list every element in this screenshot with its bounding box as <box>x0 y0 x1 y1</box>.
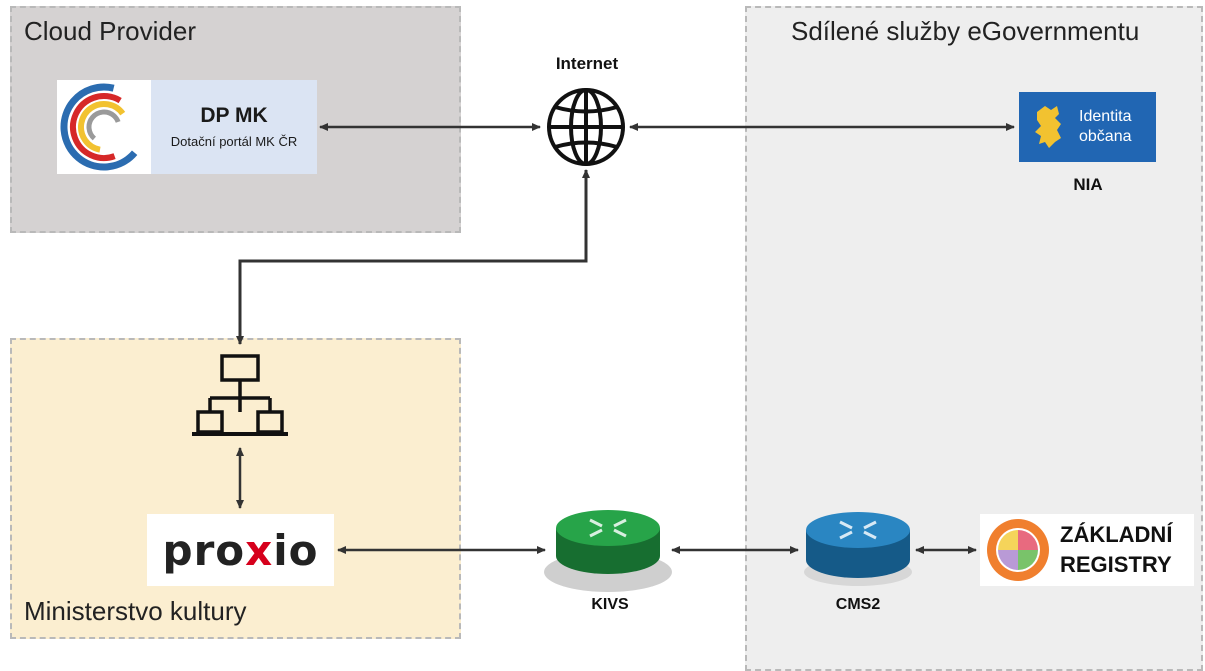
dpmk-name: DP MK <box>200 104 268 127</box>
nia-label: NIA <box>1073 175 1103 194</box>
cms2-router-icon <box>804 512 912 586</box>
registry-title-line1: ZÁKLADNÍ <box>1060 522 1173 547</box>
ministry-zone <box>10 338 461 639</box>
nia-logo: Identita občana <box>1019 92 1156 162</box>
lion-icon <box>1035 106 1061 148</box>
kivs-label: KIVS <box>591 596 629 613</box>
egov-services-title: Sdílené služby eGovernmentu <box>791 16 1140 46</box>
cloud-provider-title: Cloud Provider <box>24 16 196 46</box>
dpmk-logo <box>57 80 151 174</box>
nia-logo-text: Identita občana <box>1079 108 1132 145</box>
internet-label: Internet <box>555 54 619 73</box>
dpmk-logo-icon <box>60 83 148 171</box>
dpmk-node: DP MK Dotační portál MK ČR <box>57 80 317 174</box>
proxio-logo-text: proxio <box>147 526 334 575</box>
zakladni-registry-node: ZÁKLADNÍ REGISTRY <box>980 514 1194 586</box>
registry-title-line2: REGISTRY <box>1060 552 1172 577</box>
network-topology-icon <box>192 354 288 436</box>
proxio-x: x <box>245 526 274 575</box>
cms2-label: CMS2 <box>835 596 881 613</box>
proxio-prefix: pro <box>162 526 246 575</box>
dpmk-subtitle: Dotační portál MK ČR <box>170 134 298 149</box>
globe-icon <box>547 88 625 166</box>
registry-logo-icon <box>987 519 1049 581</box>
internet-network-link <box>236 169 590 345</box>
kivs-router-icon <box>544 510 672 592</box>
proxio-suffix: io <box>273 526 319 575</box>
proxio-node: proxio <box>147 514 334 586</box>
ministry-title: Ministerstvo kultury <box>24 596 247 626</box>
